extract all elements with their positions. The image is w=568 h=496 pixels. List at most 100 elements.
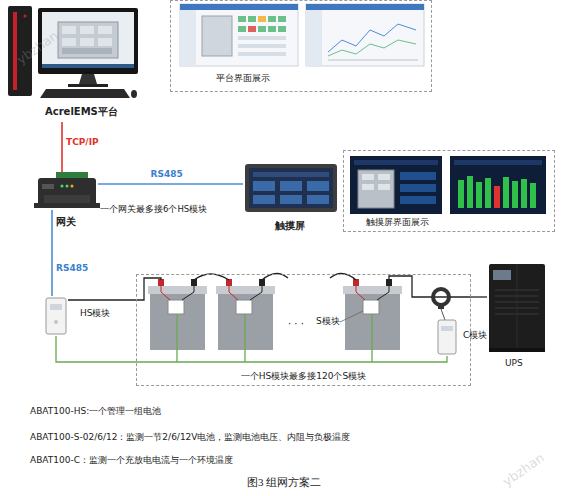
ups-cabinet: UPS [487, 262, 547, 354]
touch-screen: 触摸屏 [243, 162, 339, 214]
platform-screenshot [258, 16, 266, 22]
desktop-computer [98, 26, 112, 34]
current-clamp [433, 289, 449, 305]
ups-device [489, 348, 545, 352]
model-note: ABAT100-HS:一个管理一组电池 [30, 406, 161, 417]
figure-caption: 图3 组网方案二 [0, 476, 568, 489]
c-module-device [438, 320, 456, 354]
platform-screenshot [328, 60, 418, 61]
platform-screenshot [268, 26, 276, 32]
battery-wire [136, 278, 161, 300]
sense-wire [56, 336, 447, 362]
desktop-computer [13, 12, 17, 90]
platform-screenshot [328, 24, 416, 52]
battery [353, 279, 359, 286]
battery [343, 286, 402, 294]
sense-wire [176, 314, 177, 362]
touch-screenshot [378, 174, 390, 180]
platform-screenshot [268, 16, 276, 22]
platform-screenshot [248, 26, 256, 32]
battery [363, 300, 379, 314]
touch-screenshot [530, 183, 536, 208]
node-label: 平台界面展示 [216, 73, 270, 84]
desktop-computer [131, 90, 137, 98]
desktop-computer [62, 38, 76, 46]
leader-line [340, 311, 363, 322]
touch-screenshot [494, 186, 500, 208]
touch-screenshot [512, 181, 518, 208]
platform-screenshot [238, 26, 246, 32]
battery [168, 300, 184, 314]
touch-screenshot [362, 184, 374, 190]
desktop-computer [98, 38, 112, 46]
current-clamp [433, 289, 449, 320]
platform-screenshot [180, 4, 298, 66]
battery-group: 一个HS模块最多接120个S模块 [136, 274, 471, 386]
touch-screenshot [354, 160, 438, 165]
link-label: RS485 [151, 169, 183, 180]
ups-device [489, 264, 545, 352]
hs-module: HS模块 [44, 296, 68, 336]
model-note: ABAT100-S-02/6/12：监测一节2/6/12V电池，监测电池电压、内… [30, 432, 351, 443]
tcp-ip-link [61, 122, 63, 172]
touch-screen-device [245, 164, 337, 212]
c-module-device [441, 326, 453, 331]
touch-screenshot [350, 156, 546, 214]
platform-screenshot [180, 4, 298, 10]
model-note: ABAT100-C：监测一个充放电电流与一个环境温度 [30, 455, 233, 466]
touch-screenshot [400, 196, 436, 204]
node-label: UPS [505, 358, 523, 369]
node-label: HS模块 [80, 308, 110, 319]
gateway-device [38, 178, 96, 208]
platform-screenshot [258, 26, 266, 32]
gateway-device [42, 184, 54, 189]
battery [158, 279, 164, 286]
touch-screenshot [400, 172, 436, 180]
link-label: RS485 [56, 263, 88, 274]
sense-wire [177, 314, 372, 362]
touch-screenshot [378, 184, 390, 190]
touch-screenshot [521, 179, 527, 208]
platform-screenshot [306, 10, 322, 66]
touch-screen-device [249, 168, 333, 208]
touch-screenshot [467, 176, 473, 208]
hs-module-device [54, 320, 58, 324]
ellipsis: · · · [288, 318, 304, 330]
power-cable [471, 296, 487, 297]
gateway-device [44, 195, 90, 203]
battery [148, 286, 207, 294]
battery [386, 279, 392, 286]
touch-screen-device [280, 195, 302, 204]
platform-screenshot [306, 4, 424, 66]
rs485-link [51, 210, 53, 296]
battery [229, 286, 238, 300]
platform-screenshot [248, 16, 256, 22]
sense-wire [244, 314, 245, 362]
hs-module-device [46, 298, 66, 334]
touch-screen-device [253, 195, 275, 204]
c-module-device [438, 320, 456, 354]
touch-screenshot [450, 156, 546, 214]
node-label: 触摸屏界面展示 [366, 217, 429, 228]
hs-module-device [50, 304, 62, 310]
screenshot-group: 平台界面展示 [170, 0, 432, 92]
gateway-device [92, 203, 100, 208]
node-label: C模块 [463, 330, 487, 341]
touch-screen-device [253, 181, 275, 191]
node-label: 一个HS模块最多接120个S模块 [137, 371, 470, 382]
gateway-device: 网关 [36, 172, 98, 210]
platform-screenshot [278, 26, 286, 32]
gateway-device [61, 185, 64, 188]
touch-screenshot [350, 156, 442, 214]
battery [191, 279, 197, 286]
gateway-device [66, 185, 69, 188]
watermark: ybzhan [500, 450, 548, 490]
touch-screen-device [280, 181, 302, 191]
ups-device [493, 270, 511, 280]
touch-screenshot [485, 178, 491, 208]
platform-screenshot [328, 40, 416, 56]
desktop-computer [24, 15, 27, 18]
